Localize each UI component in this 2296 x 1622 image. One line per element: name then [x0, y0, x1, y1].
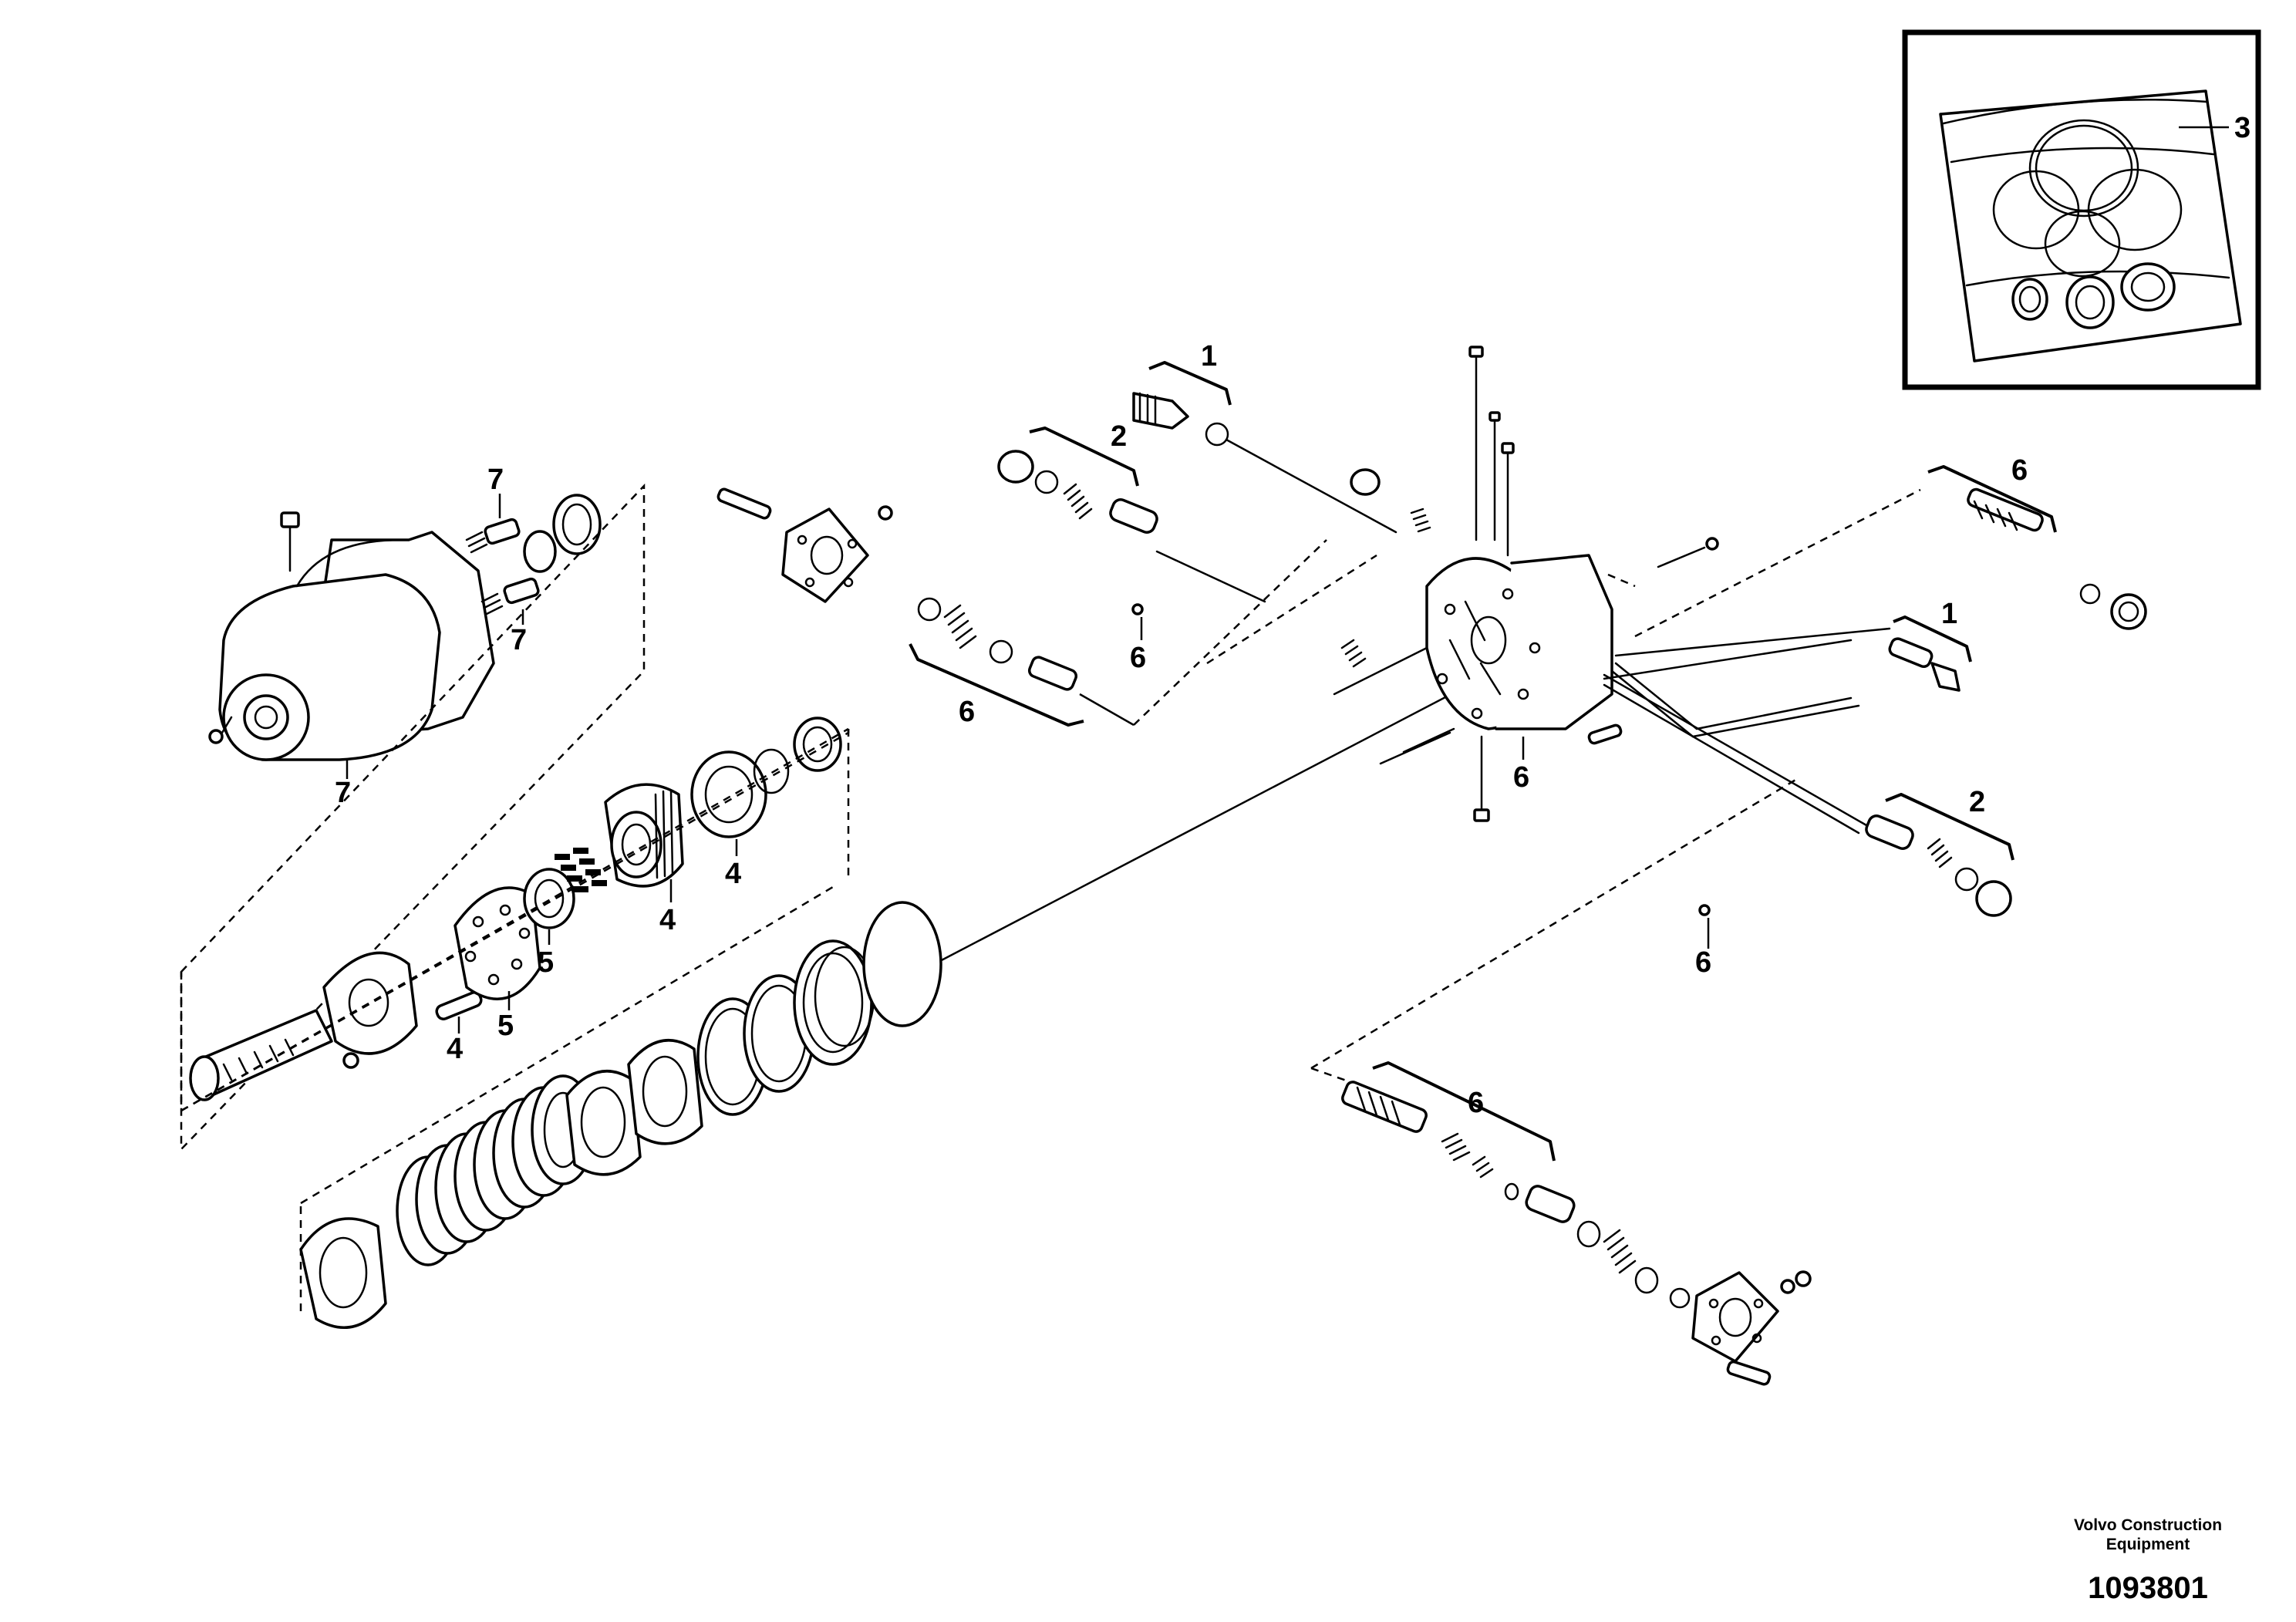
- planet-carrier: [523, 868, 575, 929]
- separator-plate-1: [565, 1070, 642, 1176]
- valve-body-group: 6: [1333, 346, 1623, 822]
- lower-flange-bolt: [1726, 1360, 1772, 1386]
- callout-3: 3: [2234, 112, 2250, 144]
- callout-4-pin: 4: [447, 1033, 463, 1065]
- callout-6-valve-left: 6: [959, 696, 975, 728]
- pin: [435, 991, 483, 1020]
- callout-6-bottom-valve: 6: [1468, 1087, 1484, 1119]
- o-ring-upper: [917, 597, 942, 622]
- brake-pack-group: [299, 901, 942, 1329]
- separator-plate-2: [627, 1039, 703, 1145]
- valve-2-plug: [997, 450, 1034, 484]
- plug-lower: [503, 577, 540, 605]
- callout-2-right: 2: [1969, 786, 1985, 818]
- motor-housing-group: 7 7 7: [208, 464, 602, 809]
- needle-rollers: [555, 848, 607, 892]
- bracket-6-lower: [1372, 1061, 1556, 1162]
- bolt-top-3: [1501, 442, 1515, 454]
- o-ring-large: [2028, 119, 2139, 218]
- carrier-plate: [453, 886, 541, 1000]
- bracket-1-right: [1893, 615, 1972, 663]
- callout-6-oring-left: 6: [1130, 642, 1146, 674]
- callout-6-oring-right: 6: [1695, 946, 1711, 979]
- callout-2-top: 2: [1111, 420, 1127, 453]
- valve-6-plug: [2110, 593, 2147, 630]
- callout-7-plug-upper: 7: [487, 464, 504, 496]
- valve-1-cartridge: [1132, 392, 1189, 430]
- valve-2-spool: [1109, 498, 1158, 534]
- lower-valve-group: 6 6: [1310, 777, 1812, 1386]
- bracket-1-top: [1148, 361, 1232, 406]
- seal-kit-inset: 3: [1902, 29, 2261, 390]
- bolt-side: [1587, 723, 1623, 745]
- lower-flange: [1691, 1271, 1779, 1363]
- planetary-group: 4 5 5 4 4: [189, 717, 842, 1101]
- callout-1-top: 1: [1201, 340, 1217, 373]
- end-cover: [299, 1217, 387, 1329]
- seal-ring-small: [2011, 278, 2048, 321]
- plug-upper: [484, 518, 521, 545]
- callout-4-ring-gear: 4: [659, 904, 676, 936]
- plug-left: [1350, 468, 1381, 496]
- valve-spool: [1027, 656, 1078, 691]
- spring-center: [1340, 639, 1367, 668]
- callout-4-bearing: 4: [725, 858, 741, 890]
- bracket-6-upper: [909, 643, 1084, 727]
- callout-5-plate: 5: [497, 1010, 514, 1042]
- bolt-top-2: [1489, 411, 1501, 422]
- callout-6-top-right: 6: [2011, 454, 2028, 487]
- oil-seal: [793, 717, 842, 772]
- valve-body-block: [1495, 554, 1613, 730]
- motor-subassembly-boundary: [180, 483, 646, 1152]
- cover-disc: [862, 901, 942, 1027]
- bracket-6-right: [1927, 465, 2057, 533]
- shaft-flange: [322, 951, 418, 1055]
- output-shaft-end: [189, 1055, 220, 1101]
- brake-piston: [793, 939, 873, 1066]
- callout-1-right: 1: [1941, 598, 1957, 630]
- drain-plug: [280, 511, 300, 528]
- motor-shaft-end: [243, 694, 289, 740]
- valve-1-right-cartridge: [1888, 637, 1934, 669]
- spring-upper: [943, 604, 977, 649]
- bolt-bottom: [1473, 808, 1490, 822]
- main-axis-line: [936, 677, 1482, 964]
- bearing: [690, 750, 767, 838]
- figure-number: 1093801: [2088, 1571, 2208, 1605]
- company-name: Volvo Construction Equipment: [2073, 1516, 2223, 1553]
- upper-valve-group: 6 6: [716, 487, 1377, 728]
- valve-flange: [781, 508, 869, 603]
- flange-bolt: [716, 487, 772, 520]
- bracket-2-right: [1885, 793, 2014, 861]
- bolt-top-1: [1468, 346, 1484, 358]
- friction-discs: [396, 1074, 595, 1266]
- callout-6-body: 6: [1513, 761, 1529, 794]
- valve-2-right-plug: [1975, 880, 2012, 917]
- seal-ring-2: [753, 748, 790, 794]
- callout-5-carrier: 5: [538, 946, 554, 979]
- callout-7-motor: 7: [335, 777, 351, 809]
- valve-2-right-spool: [1865, 814, 1914, 850]
- seal-ring-lip: [2120, 262, 2176, 312]
- seal-ring: [523, 530, 557, 573]
- callout-7-plug-lower: 7: [511, 624, 527, 656]
- bracket-2-top: [1029, 427, 1139, 487]
- lower-valve-spool: [1525, 1185, 1576, 1223]
- footer-legend: Volvo Construction Equipment 1093801: [2055, 1516, 2240, 1606]
- top-valves: 1 2: [997, 340, 1397, 603]
- seal-ring-medium: [2065, 275, 2115, 329]
- right-valve-group: 6 1 2: [1603, 454, 2147, 917]
- lower-spring: [1603, 1229, 1637, 1274]
- bearing-ring: [552, 494, 602, 555]
